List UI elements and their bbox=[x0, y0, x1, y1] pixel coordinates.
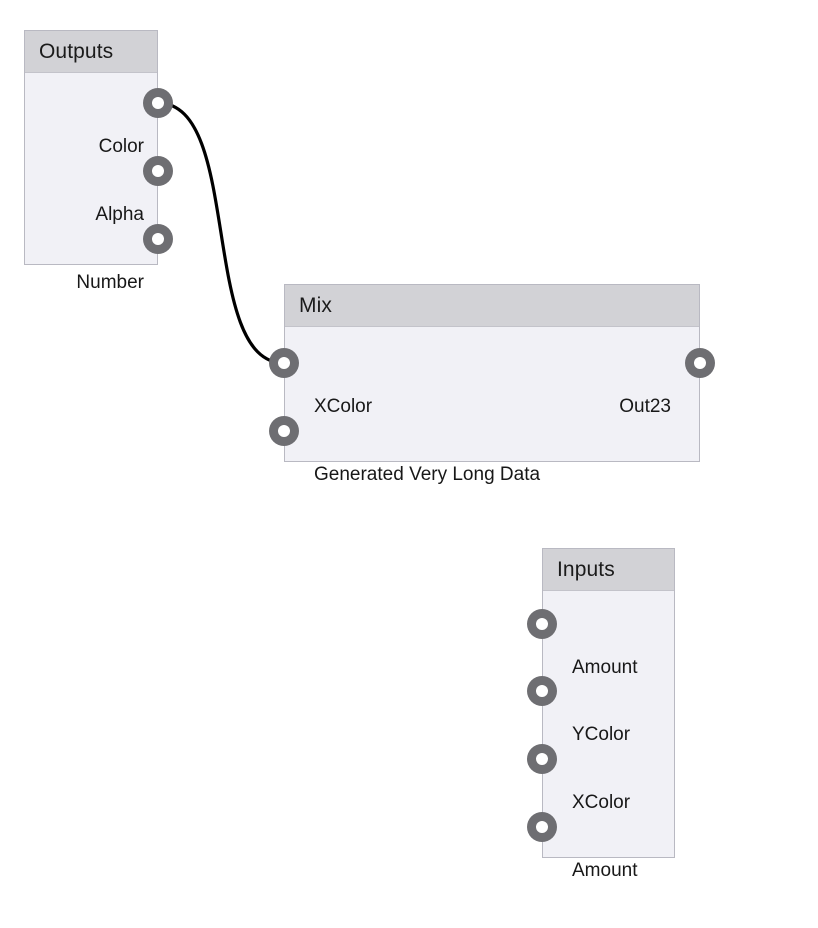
socket-outputs-alpha[interactable] bbox=[143, 156, 173, 186]
node-inputs-header[interactable]: Inputs bbox=[543, 549, 674, 591]
node-mix-header[interactable]: Mix bbox=[285, 285, 699, 327]
socket-outputs-color[interactable] bbox=[143, 88, 173, 118]
port-label-outputs-color: Color bbox=[98, 135, 144, 157]
node-outputs[interactable]: Outputs Color Alpha Number bbox=[24, 30, 158, 292]
port-row-outputs-number[interactable]: Number bbox=[25, 269, 157, 295]
port-label-mix-xcolor: XColor bbox=[314, 395, 373, 417]
socket-outputs-number[interactable] bbox=[143, 224, 173, 254]
port-label-outputs-alpha: Alpha bbox=[95, 203, 144, 225]
connection-color-to-xcolor[interactable] bbox=[156, 101, 286, 365]
port-label-mix-generated: Generated Very Long Data bbox=[314, 463, 541, 485]
port-row-inputs-xcolor[interactable]: XColor bbox=[543, 789, 674, 815]
port-row-inputs-amount-2[interactable]: Amount bbox=[543, 857, 674, 883]
node-inputs-title: Inputs bbox=[557, 558, 615, 581]
node-outputs-title: Outputs bbox=[39, 40, 114, 63]
port-row-outputs-color[interactable]: Color bbox=[25, 133, 157, 159]
socket-inputs-amount-1[interactable] bbox=[527, 609, 557, 639]
socket-inputs-ycolor[interactable] bbox=[527, 676, 557, 706]
port-label-inputs-xcolor: XColor bbox=[572, 791, 631, 813]
socket-mix-generated[interactable] bbox=[269, 416, 299, 446]
node-inputs[interactable]: Inputs Amount YColor XColor Amount bbox=[542, 548, 675, 880]
port-label-mix-out23: Out23 bbox=[619, 395, 671, 417]
socket-inputs-xcolor[interactable] bbox=[527, 744, 557, 774]
node-outputs-header[interactable]: Outputs bbox=[25, 31, 157, 73]
socket-mix-xcolor[interactable] bbox=[269, 348, 299, 378]
port-row-mix-out23[interactable]: Out23 bbox=[285, 393, 699, 419]
port-label-inputs-amount-2: Amount bbox=[572, 859, 638, 881]
node-mix[interactable]: Mix XColor Out23 Generated Very Long Dat… bbox=[284, 284, 700, 484]
port-row-mix-generated[interactable]: Generated Very Long Data bbox=[285, 461, 699, 487]
port-row-outputs-alpha[interactable]: Alpha bbox=[25, 201, 157, 227]
port-row-inputs-amount-1[interactable]: Amount bbox=[543, 654, 674, 680]
port-label-inputs-ycolor: YColor bbox=[572, 723, 631, 745]
port-row-inputs-ycolor[interactable]: YColor bbox=[543, 721, 674, 747]
port-label-inputs-amount-1: Amount bbox=[572, 656, 638, 678]
socket-inputs-amount-2[interactable] bbox=[527, 812, 557, 842]
port-label-outputs-number: Number bbox=[76, 271, 144, 293]
socket-mix-out23[interactable] bbox=[685, 348, 715, 378]
node-mix-title: Mix bbox=[299, 294, 332, 317]
port-row-mix-xcolor[interactable]: XColor bbox=[285, 393, 699, 419]
